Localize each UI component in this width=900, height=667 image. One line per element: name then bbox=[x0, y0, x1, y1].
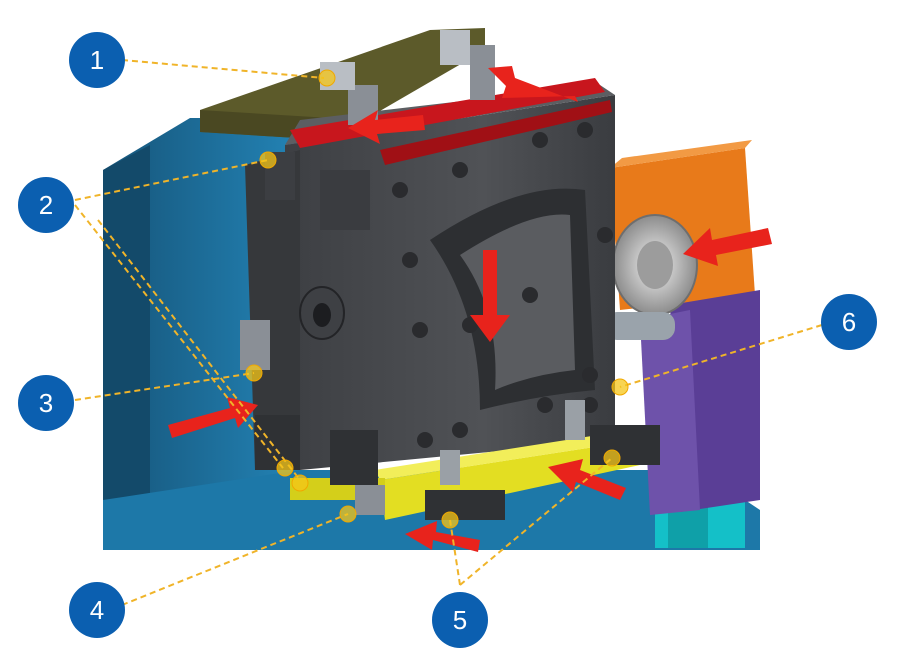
rail-red-lower bbox=[380, 100, 612, 165]
leader-lines bbox=[74, 59, 823, 606]
highlight-dot-icon bbox=[339, 505, 357, 523]
base-blue-left-face bbox=[103, 145, 150, 550]
red-arrow-icon bbox=[168, 397, 258, 438]
red-arrow-icon bbox=[470, 250, 510, 342]
bottom-clamps bbox=[240, 320, 660, 520]
red-arrow-icon bbox=[348, 110, 425, 144]
svg-text:6: 6 bbox=[842, 307, 856, 337]
drive-orange-top bbox=[610, 140, 752, 168]
callout-5: 5 bbox=[432, 592, 488, 648]
highlight-dot-icon bbox=[291, 474, 309, 492]
highlight-dot-icon bbox=[603, 449, 621, 467]
callout-6: 6 bbox=[821, 294, 877, 350]
red-arrow-icon bbox=[683, 228, 772, 266]
callout-3: 3 bbox=[18, 375, 74, 431]
shaft bbox=[605, 312, 675, 340]
svg-text:1: 1 bbox=[90, 45, 104, 75]
fixture-holes bbox=[392, 122, 613, 448]
highlight-dot-icon bbox=[441, 511, 459, 529]
svg-text:2: 2 bbox=[39, 190, 53, 220]
highlight-dot-icon bbox=[276, 459, 294, 477]
callout-4: 4 bbox=[69, 582, 125, 638]
highlight-dots bbox=[245, 69, 629, 529]
red-arrow-icon bbox=[488, 66, 578, 102]
red-arrow-icons bbox=[168, 66, 772, 552]
side-knob-hole bbox=[313, 303, 331, 327]
highlight-dot-icon bbox=[611, 378, 629, 396]
motor-purple-front bbox=[640, 310, 700, 515]
fixture-left-face bbox=[245, 150, 300, 470]
callout-1: 1 bbox=[69, 32, 125, 88]
highlight-dot-icon bbox=[245, 364, 263, 382]
svg-text:4: 4 bbox=[90, 595, 104, 625]
svg-text:3: 3 bbox=[39, 388, 53, 418]
red-arrow-icon bbox=[405, 521, 480, 552]
svg-text:5: 5 bbox=[453, 605, 467, 635]
machine-illustration bbox=[103, 28, 760, 550]
callout-2: 2 bbox=[18, 177, 74, 233]
highlight-dot-icon bbox=[318, 69, 336, 87]
highlight-dot-icon bbox=[259, 151, 277, 169]
gear-hub bbox=[637, 241, 673, 289]
